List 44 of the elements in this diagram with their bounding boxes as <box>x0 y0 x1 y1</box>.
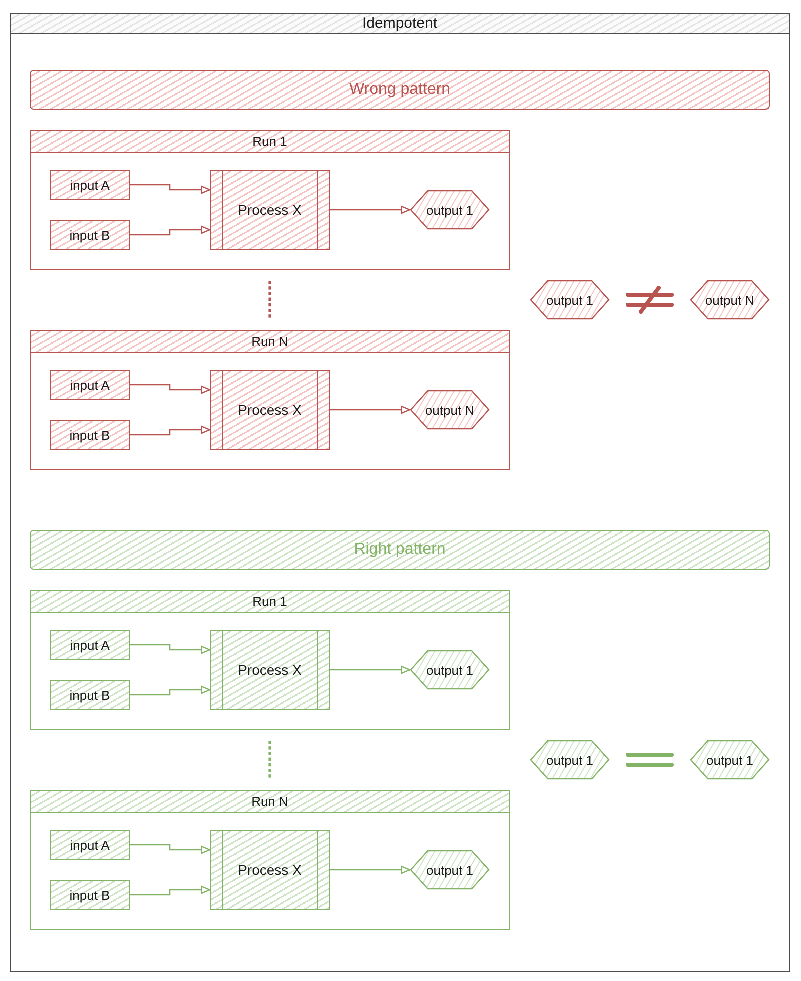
process-node: Process X <box>210 630 330 710</box>
output-hexagon: output N <box>690 280 770 320</box>
run-title: Run N <box>252 794 288 810</box>
arrow <box>330 206 411 214</box>
pattern-banner: Right pattern <box>30 530 770 570</box>
input-node: input B <box>50 220 130 250</box>
output-hexagon: output 1 <box>410 850 490 890</box>
arrow <box>130 644 211 654</box>
run-title: Run 1 <box>252 134 288 150</box>
run-title: Run N <box>252 334 288 350</box>
arrow <box>130 384 211 394</box>
pattern-banner: Wrong pattern <box>30 70 770 110</box>
output-hexagon: output 1 <box>530 280 610 320</box>
run-container <box>30 590 510 730</box>
process-node: Process X <box>210 830 330 910</box>
arrow <box>130 886 211 896</box>
output-hexagon: output 1 <box>530 740 610 780</box>
output-hexagon: output 1 <box>690 740 770 780</box>
arrow <box>130 184 211 194</box>
arrow <box>330 406 411 414</box>
input-node: input B <box>50 880 130 910</box>
process-node: Process X <box>210 370 330 450</box>
input-node: input A <box>50 170 130 200</box>
input-node: input A <box>50 630 130 660</box>
output-hexagon: output 1 <box>410 650 490 690</box>
input-node: input B <box>50 420 130 450</box>
process-node: Process X <box>210 170 330 250</box>
input-node: input A <box>50 830 130 860</box>
arrow <box>130 426 211 436</box>
input-node: input B <box>50 680 130 710</box>
arrow <box>330 666 411 674</box>
run-container <box>30 130 510 270</box>
run-container <box>30 330 510 470</box>
run-container <box>30 790 510 930</box>
arrow <box>330 866 411 874</box>
input-node: input A <box>50 370 130 400</box>
run-title: Run 1 <box>252 594 288 610</box>
arrow <box>130 226 211 236</box>
output-hexagon: output N <box>410 390 490 430</box>
arrow <box>130 686 211 696</box>
frame-container <box>10 13 790 972</box>
frame-title: Idempotent <box>362 14 438 32</box>
arrow <box>130 844 211 854</box>
output-hexagon: output 1 <box>410 190 490 230</box>
